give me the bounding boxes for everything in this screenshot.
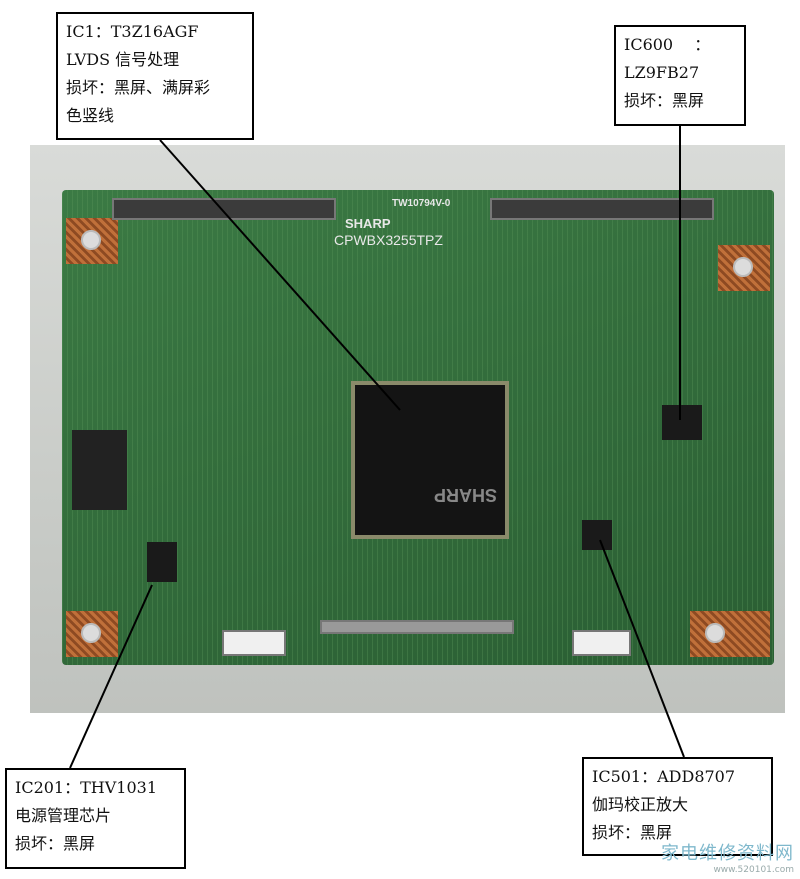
callout-line: 色竖线 [66,106,115,125]
mount-pad [66,611,118,657]
mount-pad [690,611,770,657]
watermark-url: www.520101.com [713,865,794,875]
mount-pad [66,218,118,264]
ic201-chip [147,542,177,582]
connector-cn3 [222,630,286,656]
site-watermark: 家电维修资料网 www.520101.com [661,839,794,875]
ic501-chip [582,520,612,550]
callout-ic501: IC501：ADD8707 伽玛校正放大 损坏：黑屏 [582,757,773,856]
callout-line: 损坏：黑屏 [624,91,705,110]
inductor [72,430,127,510]
connector-cn1 [320,620,514,634]
callout-ic600: IC600 ： LZ9FB27 损坏：黑屏 [614,25,746,126]
callout-line: IC501：ADD8707 [592,767,736,786]
callout-line: 损坏：黑屏 [15,834,96,853]
cert-label: TW10794V-0 [392,198,451,209]
callout-line: 损坏：黑屏 [592,823,673,842]
ic1-chip: SHARP [355,385,505,535]
ic201-pointer [69,584,153,769]
callout-line: 损坏：黑屏、满屏彩 [66,78,211,97]
callout-ic1: IC1：T3Z16AGF LVDS 信号处理 损坏：黑屏、满屏彩 色竖线 [56,12,254,140]
watermark-title: 家电维修资料网 [661,843,794,864]
connector [572,630,631,656]
callout-line: 伽玛校正放大 [592,795,689,814]
callout-line: LZ9FB27 [624,63,700,82]
callout-line: 电源管理芯片 [15,806,112,825]
connector-cn4 [490,198,714,220]
callout-ic201: IC201：THV1031 电源管理芯片 损坏：黑屏 [5,768,186,869]
callout-line: LVDS 信号处理 [66,50,180,69]
callout-line: IC1：T3Z16AGF [66,22,199,41]
callout-line: IC600 ： [624,35,711,54]
callout-line: IC201：THV1031 [15,778,158,797]
ic501-pointer [599,539,685,758]
connector-cn5 [112,198,336,220]
model-label: CPWBX3255TPZ [334,232,443,248]
brand-label: SHARP [345,216,391,231]
ic600-chip [662,405,702,440]
ic1-pointer [159,139,401,411]
mount-pad [718,245,770,291]
